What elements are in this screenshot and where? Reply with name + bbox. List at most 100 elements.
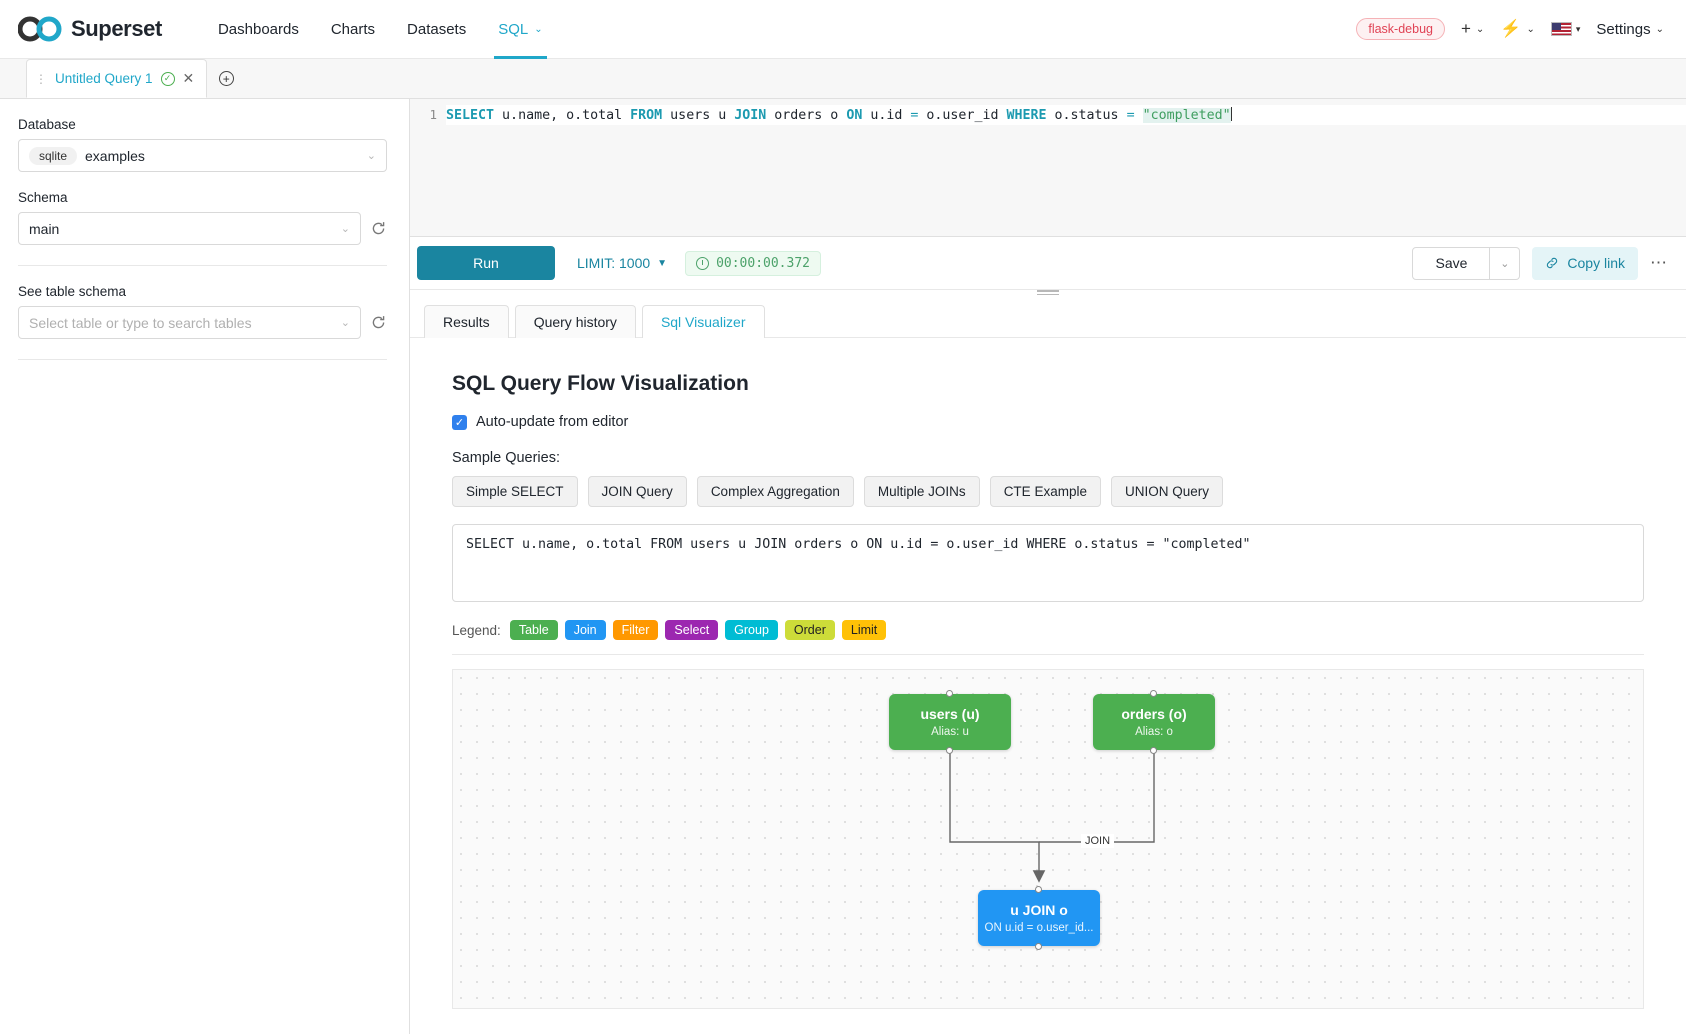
query-tab-bar: ⋮ Untitled Query 1 ✓ ✕ + [0,59,1686,99]
more-options-icon[interactable]: ⋯ [1650,253,1668,272]
flow-node-port-top[interactable] [945,690,953,697]
sample-queries-label: Sample Queries: [452,450,560,466]
nav-item-datasets[interactable]: Datasets [391,0,482,59]
query-settings-panel: Database sqlite examples ⌄ Schema main ⌄… [0,99,410,1034]
chevron-down-icon: ⌄ [1526,23,1535,35]
editor-code-line: SELECT u.name, o.total FROM users u JOIN… [446,105,1686,125]
database-value: examples [85,147,145,164]
drag-handle-icon[interactable]: ⋮ [35,71,47,86]
sql-editor-panel: 1 SELECT u.name, o.total FROM users u JO… [410,99,1686,1034]
flow-node-users[interactable]: users (u) Alias: u [889,690,1011,754]
run-button[interactable]: Run [417,246,555,280]
sample-query-button-cte-example[interactable]: CTE Example [989,476,1101,507]
caret-down-icon: ▾ [1575,23,1581,34]
save-button[interactable]: Save [1412,246,1491,280]
tab-sql-visualizer[interactable]: Sql Visualizer [641,305,765,338]
flow-node-port-bottom[interactable] [1034,943,1042,950]
add-query-tab-button[interactable]: + [207,59,245,98]
legend-chip-join: Join [564,620,606,640]
visualizer-query-textarea[interactable] [452,524,1644,602]
flow-node-title: u JOIN o [1010,902,1068,918]
table-schema-label: See table schema [18,284,127,299]
schema-label: Schema [18,190,68,205]
top-navbar: Superset Dashboards Charts Datasets SQL … [0,0,1686,59]
copy-link-button[interactable]: Copy link [1532,246,1638,280]
code-token: = [910,108,919,123]
flow-node-subtitle: Alias: u [931,726,969,738]
code-token: = [1126,108,1135,123]
plus-circle-icon: + [218,71,234,86]
flow-node-title: orders (o) [1121,706,1187,722]
panel-divider-2 [18,359,387,360]
superset-logo-icon [18,16,62,42]
flow-node-port-bottom[interactable] [945,747,953,754]
settings-label: Settings [1596,20,1651,38]
query-tab-untitled-query-1[interactable]: ⋮ Untitled Query 1 ✓ ✕ [26,59,208,98]
close-icon[interactable]: ✕ [182,70,195,86]
database-engine-pill: sqlite [29,146,78,165]
flow-node-port-top[interactable] [1034,886,1042,893]
editor-line-number: 1 [429,107,437,122]
flow-node-orders[interactable]: orders (o)Alias: o [1093,690,1215,754]
auto-update-row: ✓ Auto-update from editor [452,414,1644,430]
flask-debug-badge: flask-debug [1356,18,1445,40]
flow-node-port-bottom[interactable] [1149,747,1157,754]
query-timer: 00:00:00.372 [685,250,821,276]
sample-query-button-multiple-joins[interactable]: Multiple JOINs [863,476,980,507]
navbar-right: flask-debug + ⌄ ⚡ ⌄ ▾ Settings ⌄ [1356,18,1664,40]
sample-query-button-union-query[interactable]: UNION Query [1110,476,1223,507]
brand-logo-link[interactable]: Superset [18,16,162,42]
sample-query-buttons: Simple SELECT JOIN Query Complex Aggregati… [452,476,1644,507]
flow-edges [949,750,1155,883]
code-token: JOIN [734,108,767,123]
nav-item-datasets-label: Datasets [407,20,467,38]
alerts-reports-button[interactable]: ⚡ ⌄ [1500,19,1535,39]
panel-divider [18,265,387,266]
editor-gutter: 1 [410,105,446,236]
language-selector[interactable]: ▾ [1550,22,1581,36]
caret-down-icon: ▼ [657,257,668,269]
settings-menu[interactable]: Settings ⌄ [1596,21,1664,38]
sql-editor[interactable]: 1 SELECT u.name, o.total FROM users u JO… [410,99,1686,237]
code-token: ON [846,108,863,123]
editor-toolbar: Run LIMIT: 1000 ▼ 00:00:00.372 Save ⌄ [410,237,1686,295]
editor-code-area[interactable]: SELECT u.name, o.total FROM users u JOIN… [446,105,1686,236]
database-select[interactable]: sqlite examples ⌄ [18,139,387,172]
query-flow-canvas[interactable]: users (u) Alias: u orders (o)Alias: o u JOI… [452,669,1644,1009]
refresh-tables-icon[interactable] [370,314,387,331]
nav-item-charts[interactable]: Charts [315,0,391,59]
tab-results[interactable]: Results [424,305,509,338]
clock-icon [696,256,710,270]
code-token: "completed" [1142,108,1231,123]
save-button-group: Save ⌄ [1412,246,1521,280]
code-token: orders o [766,108,847,123]
auto-update-checkbox[interactable]: ✓ [452,414,467,430]
new-item-button[interactable]: + ⌄ [1461,19,1484,39]
sample-query-button-simple-select[interactable]: Simple SELECT [452,476,578,507]
schema-select[interactable]: main ⌄ [18,212,361,245]
save-dropdown-button[interactable]: ⌄ [1490,246,1521,280]
chevron-down-icon: ⌄ [1475,23,1485,35]
flow-node-title: users (u) [920,706,980,722]
flow-node-port-top[interactable] [1149,690,1157,697]
table-select-placeholder: Select table or type to search tables [29,314,252,331]
schema-value: main [29,220,60,237]
nav-item-sql-label: SQL [498,20,529,38]
result-tabs: Results Query history Sql Visualizer [410,290,1686,338]
refresh-schema-icon[interactable] [370,220,387,237]
table-select[interactable]: Select table or type to search tables ⌄ [18,306,361,339]
chevron-down-icon: ⌄ [366,150,376,162]
editor-resize-handle[interactable] [1037,288,1059,296]
sample-query-button-complex-aggregation[interactable]: Complex Aggregation [696,476,854,507]
limit-dropdown[interactable]: LIMIT: 1000 ▼ [577,255,667,271]
flow-edge-orders-to-join [1039,750,1155,843]
legend-label: Legend: [452,622,501,638]
sample-query-button-join-query[interactable]: JOIN Query [587,476,687,507]
nav-item-dashboards[interactable]: Dashboards [202,0,315,59]
tab-query-history[interactable]: Query history [514,305,636,338]
code-token: u.id [862,108,911,123]
nav-item-sql[interactable]: SQL ⌄ [482,0,558,59]
flow-edge-label: JOIN [1081,834,1115,848]
